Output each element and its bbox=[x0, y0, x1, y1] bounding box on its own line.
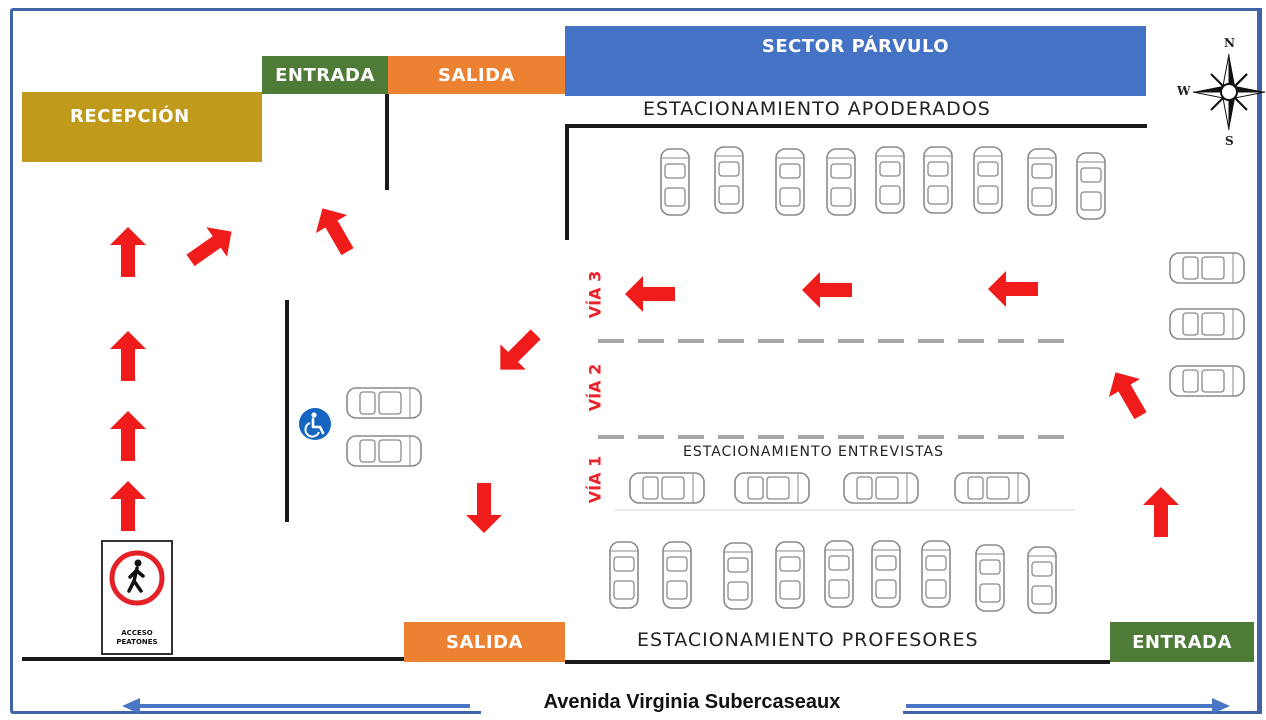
car-icon bbox=[843, 472, 919, 504]
wall-left-top bbox=[385, 94, 389, 190]
wall-accessible bbox=[285, 300, 289, 522]
sector-parvulo-label: SECTOR PÁRVULO bbox=[761, 36, 950, 57]
street-arrows bbox=[122, 698, 1230, 714]
car-icon bbox=[775, 148, 805, 216]
car-icon bbox=[923, 146, 953, 214]
street-name-label: Avenida Virginia Subercaseaux bbox=[481, 684, 903, 720]
car-icon bbox=[875, 146, 905, 214]
direction-arrow-icon bbox=[802, 272, 852, 308]
street-arrow-right-icon bbox=[1212, 698, 1230, 714]
compass-north-label: N bbox=[1224, 36, 1235, 50]
car-icon bbox=[1169, 252, 1245, 284]
entrance-top-zone: ENTRADA bbox=[262, 56, 388, 94]
direction-arrow-icon bbox=[110, 331, 146, 381]
car-icon bbox=[1076, 152, 1106, 220]
direction-arrow-icon bbox=[988, 271, 1038, 307]
direction-arrow-icon bbox=[110, 227, 146, 277]
car-icon bbox=[921, 540, 951, 608]
parking-entrevistas-label: ESTACIONAMIENTO ENTREVISTAS bbox=[683, 444, 945, 460]
right-cars bbox=[1169, 252, 1245, 397]
reception-zone: RECEPCIÓN bbox=[22, 92, 262, 162]
direction-arrow-icon bbox=[110, 411, 146, 461]
wall-bottom-left bbox=[22, 657, 404, 661]
accessible-cars bbox=[346, 387, 422, 467]
pedestrian-icon bbox=[109, 550, 165, 606]
car-icon bbox=[824, 540, 854, 608]
car-icon bbox=[775, 541, 805, 609]
exit-bottom-zone: SALIDA bbox=[404, 622, 565, 662]
exit-bottom-label: SALIDA bbox=[446, 631, 523, 653]
entrance-top-label: ENTRADA bbox=[275, 64, 375, 86]
direction-arrow-icon bbox=[110, 481, 146, 531]
entrance-bottom-zone: ENTRADA bbox=[1110, 622, 1254, 662]
direction-arrow-icon bbox=[487, 321, 549, 383]
car-icon bbox=[723, 542, 753, 610]
reception-label: RECEPCIÓN bbox=[70, 106, 190, 127]
exit-top-label: SALIDA bbox=[438, 64, 515, 86]
car-icon bbox=[346, 435, 422, 467]
direction-arrow-icon bbox=[625, 276, 675, 312]
map-border-right bbox=[1257, 8, 1262, 714]
car-icon bbox=[734, 472, 810, 504]
car-icon bbox=[1169, 308, 1245, 340]
street-arrow-left-icon bbox=[122, 698, 140, 714]
car-icon bbox=[609, 541, 639, 609]
parking-profesores-label: ESTACIONAMIENTO PROFESORES bbox=[637, 629, 979, 651]
pedestrian-access-label: ACCESO PEATONES bbox=[116, 629, 158, 646]
car-icon bbox=[1169, 365, 1245, 397]
parking-apoderados-label: ESTACIONAMIENTO APODERADOS bbox=[643, 98, 991, 120]
wall-apoderados-top bbox=[565, 124, 1147, 128]
direction-arrow-icon bbox=[466, 483, 502, 533]
car-icon bbox=[954, 472, 1030, 504]
car-icon bbox=[1027, 546, 1057, 614]
compass-south-label: S bbox=[1225, 134, 1234, 148]
car-icon bbox=[973, 146, 1003, 214]
car-icon bbox=[346, 387, 422, 419]
street-name: Avenida Virginia Subercaseaux bbox=[543, 690, 841, 713]
entrance-bottom-label: ENTRADA bbox=[1132, 631, 1232, 653]
car-icon bbox=[629, 472, 705, 504]
accessible-parking-icon bbox=[299, 408, 331, 440]
wall-bottom-right bbox=[565, 660, 1110, 664]
compass-west-label: W bbox=[1177, 84, 1191, 98]
car-icon bbox=[1027, 148, 1057, 216]
car-icon bbox=[975, 544, 1005, 612]
car-icon bbox=[662, 541, 692, 609]
exit-top-zone: SALIDA bbox=[388, 56, 565, 94]
wall-apoderados-left bbox=[565, 124, 569, 240]
car-icon bbox=[660, 148, 690, 216]
car-icon bbox=[714, 146, 744, 214]
direction-arrow-icon bbox=[306, 199, 364, 261]
direction-arrow-icon bbox=[1099, 363, 1157, 425]
direction-arrow-icon bbox=[1143, 487, 1179, 537]
north-arrow-compass-icon bbox=[1192, 53, 1266, 131]
sector-parvulo-zone: SECTOR PÁRVULO bbox=[565, 26, 1146, 96]
apoderados-cars bbox=[660, 146, 1106, 220]
direction-arrow-icon bbox=[180, 216, 242, 276]
pedestrian-access-sign: ACCESO PEATONES bbox=[101, 540, 173, 655]
car-icon bbox=[871, 540, 901, 608]
entrevistas-cars bbox=[629, 472, 1030, 504]
car-icon bbox=[826, 148, 856, 216]
profesores-cars bbox=[609, 540, 1057, 614]
